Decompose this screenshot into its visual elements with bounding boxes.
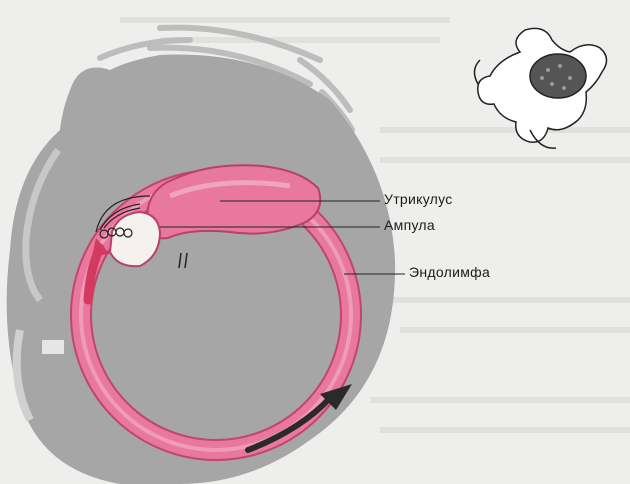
scan-artifact <box>42 340 64 354</box>
label-endolimfa: Эндолимфа <box>409 264 490 280</box>
label-utriculus: Утрикулус <box>384 191 453 207</box>
label-ampula: Ампула <box>384 217 435 233</box>
